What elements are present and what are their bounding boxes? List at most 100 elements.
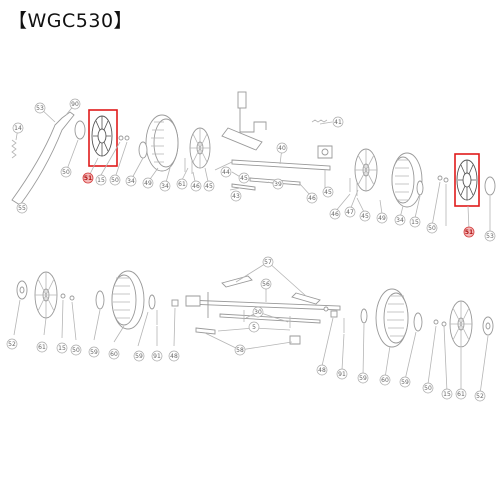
callout-bubble [176,178,188,190]
callout-label: 53 [486,233,494,240]
callout-bubble [125,175,137,187]
callout-bubble [260,278,272,290]
callout-46: 46 [190,180,202,192]
callout-41: 41 [332,116,344,128]
callout-label: 46 [308,195,316,202]
callout-bubble [238,172,250,184]
callout-bubble [422,382,434,394]
callout-label: 59 [90,349,98,356]
callout-5: 5 [248,321,260,333]
callout-15: 15 [95,174,107,186]
callout-53: 53 [34,102,46,114]
highlight-box-right [454,153,480,207]
callout-bubble [394,214,406,226]
callout-label: 15 [411,219,419,226]
callout-bubble [336,368,348,380]
callout-label: 53 [36,105,44,112]
callout-45: 45 [322,186,334,198]
callout-51: 51 [82,172,94,184]
callout-bubble [6,338,18,350]
spring-icon [11,139,17,159]
callout-label: 91 [338,371,346,378]
callout-label: 61 [178,181,186,188]
callout-bubble [16,202,28,214]
callout-label: 50 [62,169,70,176]
callout-label: 45 [240,175,248,182]
callout-bubble [322,186,334,198]
callout-label: 49 [378,215,386,222]
callout-bubble [203,180,215,192]
callout-59: 59 [88,346,100,358]
callout-34: 34 [394,214,406,226]
highlight-box-left [88,109,118,167]
callout-43: 43 [230,190,242,202]
upper-right-wheel-assembly [334,148,496,232]
callout-bubble [426,222,438,234]
callout-49: 49 [142,177,154,189]
callout-bubble [60,166,72,178]
callout-50: 50 [426,222,438,234]
callout-bubble [151,350,163,362]
tire-icon [111,270,145,330]
callout-bubble [220,166,232,178]
callout-52: 52 [6,338,18,350]
tire-icon [375,288,409,348]
upper-center-axle-assembly [214,91,333,196]
callout-bubble [36,341,48,353]
callout-bubble [190,180,202,192]
callout-bubble [474,390,486,402]
callout-50: 50 [109,174,121,186]
lower-left-wheel-assembly [13,270,179,347]
callout-bubble [262,256,274,268]
callout-39: 39 [272,178,284,190]
callout-label: 15 [443,391,451,398]
callout-label: 60 [110,351,118,358]
callout-60: 60 [379,374,391,386]
callout-label: 34 [396,217,404,224]
callout-bubble [344,206,356,218]
callout-51: 51 [463,226,475,238]
callout-label: 47 [346,209,354,216]
callout-bubble [248,321,260,333]
callout-label: 46 [331,211,339,218]
callout-40: 40 [276,142,288,154]
callout-label: 60 [381,377,389,384]
callout-bubble [230,190,242,202]
callout-label: 50 [72,347,80,354]
callout-45: 45 [203,180,215,192]
callout-45: 45 [238,172,250,184]
callout-label: 15 [58,345,66,352]
callout-44: 44 [220,166,232,178]
callout-bubble [82,172,94,184]
callout-label: 44 [222,169,230,176]
callout-bubble [108,348,120,360]
callout-59: 59 [399,376,411,388]
callout-91: 91 [336,368,348,380]
callout-bubble [133,350,145,362]
tire-icon [391,152,423,208]
callout-label: 58 [236,347,244,354]
callout-bubble [376,212,388,224]
callout-bubble [441,388,453,400]
callout-bubble [272,178,284,190]
callout-bubble [95,174,107,186]
wheel-cover-51-right [454,153,480,207]
callout-label: 41 [334,119,342,126]
callout-label: 61 [38,344,46,351]
callout-label: 39 [274,181,282,188]
callout-label: 46 [192,183,200,190]
callout-label: 45 [324,189,332,196]
callout-label: 40 [278,145,286,152]
lower-center-axle-assembly [185,261,341,351]
callout-48: 48 [316,364,328,376]
callout-label: 55 [18,205,26,212]
callout-61: 61 [455,388,467,400]
callout-34: 34 [159,180,171,192]
callout-bubble [69,98,81,110]
callout-61: 61 [36,341,48,353]
callout-30: 30 [252,306,264,318]
callout-bubble [359,210,371,222]
callout-label: 50 [424,385,432,392]
